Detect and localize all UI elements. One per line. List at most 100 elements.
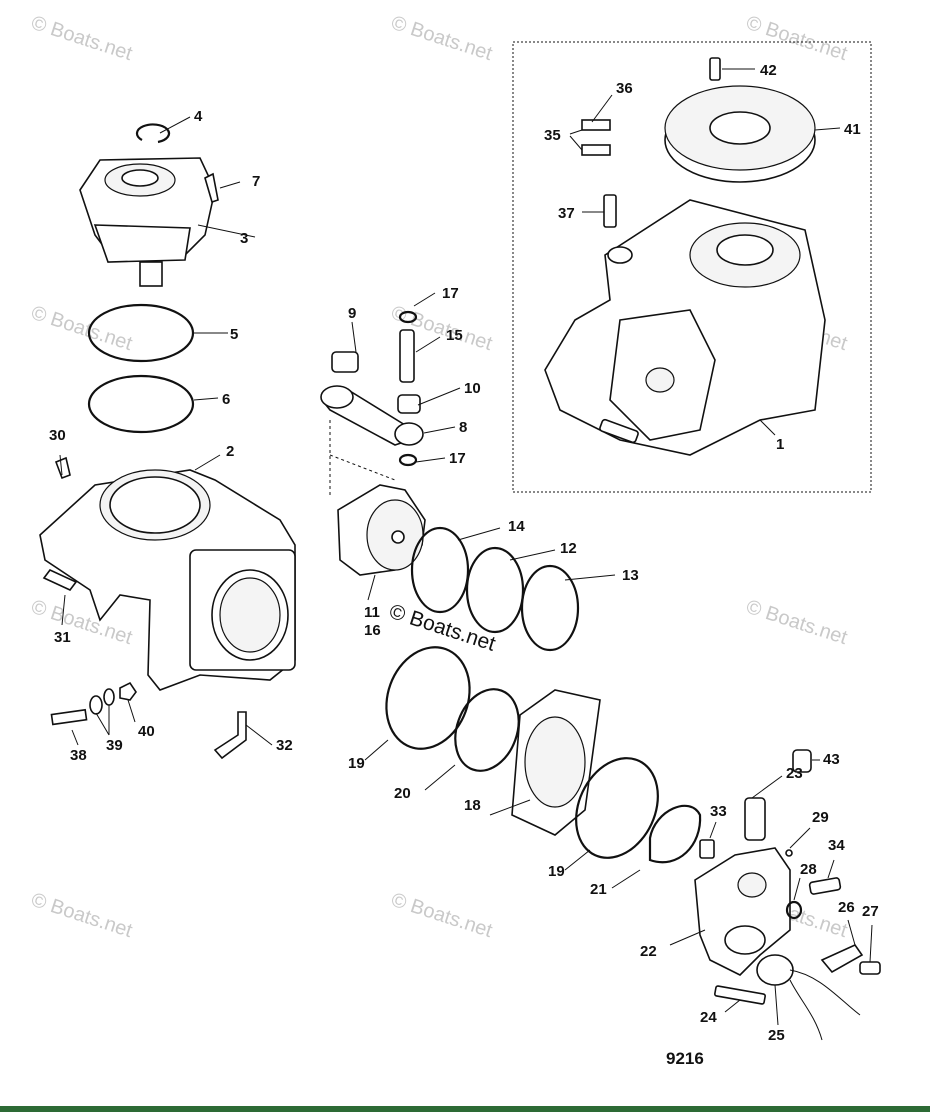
watermark: © Boats.net xyxy=(28,889,135,942)
fitting-part xyxy=(744,797,766,841)
screw-part xyxy=(699,839,715,859)
callout-label: 35 xyxy=(544,127,561,144)
watermark: © Boats.net xyxy=(28,12,135,65)
callout-label: 37 xyxy=(558,205,575,222)
sensor-part xyxy=(756,954,861,1041)
callout-label: 41 xyxy=(844,121,861,138)
screw-part xyxy=(54,456,71,480)
callout-label: 33 xyxy=(710,803,727,820)
callout-label: 26 xyxy=(838,899,855,916)
callout-label: 9 xyxy=(348,305,356,322)
drawing-number: 9216 xyxy=(666,1049,704,1068)
retainer-ring-part xyxy=(398,310,418,324)
bolt-part xyxy=(859,961,881,975)
piston-ring-part xyxy=(465,546,525,634)
piston-ring-part xyxy=(520,564,580,652)
callout-label: 42 xyxy=(760,62,777,79)
fitting-part xyxy=(42,569,78,591)
callout-label: 39 xyxy=(106,737,123,754)
o-ring-part xyxy=(87,303,195,363)
nut-part xyxy=(119,681,137,701)
callout-label: 14 xyxy=(508,518,525,535)
cylinder-body-part xyxy=(39,469,296,691)
callout-label: 1 xyxy=(776,436,784,453)
callout-label: 8 xyxy=(459,419,467,436)
washer-part xyxy=(89,695,103,715)
bearing-part xyxy=(397,394,421,414)
washer-part xyxy=(103,688,115,706)
bottom-border xyxy=(0,1106,930,1112)
callout-label: 22 xyxy=(640,943,657,960)
callout-label: 3 xyxy=(240,230,248,247)
callout-label: 36 xyxy=(616,80,633,97)
callout-label: 29 xyxy=(812,809,829,826)
callout-label: 17 xyxy=(449,450,466,467)
callout-label: 20 xyxy=(394,785,411,802)
callout-label: 31 xyxy=(54,629,71,646)
callout-label: 10 xyxy=(464,380,481,397)
callout-label: 28 xyxy=(800,861,817,878)
watermark: © Boats.net xyxy=(28,596,135,649)
callout-label: 5 xyxy=(230,326,238,343)
bolt-part xyxy=(709,57,721,81)
callout-label: 19 xyxy=(548,863,565,880)
callout-label: 32 xyxy=(276,737,293,754)
callout-label: 7 xyxy=(252,173,260,190)
o-ring-part xyxy=(575,757,659,859)
callout-label: 24 xyxy=(700,1009,717,1026)
callout-label: 12 xyxy=(560,540,577,557)
callout-label: 6 xyxy=(222,391,230,408)
piston-part xyxy=(337,484,426,576)
bracket-part xyxy=(820,943,864,974)
callout-label: 25 xyxy=(768,1027,785,1044)
retaining-ring-part xyxy=(135,123,171,144)
retainer-ring-part xyxy=(398,453,418,467)
piston-ring-part xyxy=(410,526,470,614)
o-ring-part xyxy=(785,900,803,920)
callout-label: 4 xyxy=(194,108,203,125)
elbow-fitting-part xyxy=(213,711,247,760)
fitting-part xyxy=(808,877,842,895)
callout-label: 38 xyxy=(70,747,87,764)
gasket-part xyxy=(648,804,702,864)
bolt-part xyxy=(714,985,766,1005)
watermark: © Boats.net xyxy=(388,12,495,65)
callout-label: 13 xyxy=(622,567,639,584)
callout-label: 19 xyxy=(348,755,365,772)
pump-housing-top-part xyxy=(79,157,219,287)
pulley-part xyxy=(709,111,771,145)
connecting-rod-part xyxy=(320,385,424,446)
callout-labels: 4 7 3 5 6 2 30 31 38 39 40 32 9 17 15 10… xyxy=(49,62,879,1044)
cylinder-head-part xyxy=(694,847,791,976)
plug-part xyxy=(792,749,812,773)
callout-label: 16 xyxy=(364,622,381,639)
watermark: © Boats.net xyxy=(388,889,495,942)
callout-label: 11 xyxy=(364,604,380,621)
callout-label: 15 xyxy=(446,327,463,344)
o-ring-part xyxy=(385,646,471,750)
valve-plate-part xyxy=(511,689,601,836)
callout-label: 17 xyxy=(442,285,459,302)
wrist-pin-part xyxy=(399,329,415,383)
ball-part xyxy=(785,849,793,857)
callout-label: 18 xyxy=(464,797,481,814)
callout-label: 27 xyxy=(862,903,879,920)
bearing-part xyxy=(331,351,359,373)
o-ring-part xyxy=(87,374,195,434)
callout-label: 30 xyxy=(49,427,66,444)
o-ring-part xyxy=(454,688,520,772)
callout-label: 21 xyxy=(590,881,607,898)
watermark: © Boats.net xyxy=(28,302,135,355)
bolt-part xyxy=(50,708,88,726)
shim-part xyxy=(581,119,611,156)
watermark: © Boats.net xyxy=(743,596,850,649)
assembly-guide-line xyxy=(329,420,396,497)
bolt-part xyxy=(603,194,617,228)
leader-lines xyxy=(59,68,873,1026)
compressor-assembly-part xyxy=(544,199,826,456)
callout-label: 23 xyxy=(786,765,803,782)
callout-label: 34 xyxy=(828,837,845,854)
watermark: © Boats.net xyxy=(743,12,850,65)
callout-label: 2 xyxy=(226,443,234,460)
